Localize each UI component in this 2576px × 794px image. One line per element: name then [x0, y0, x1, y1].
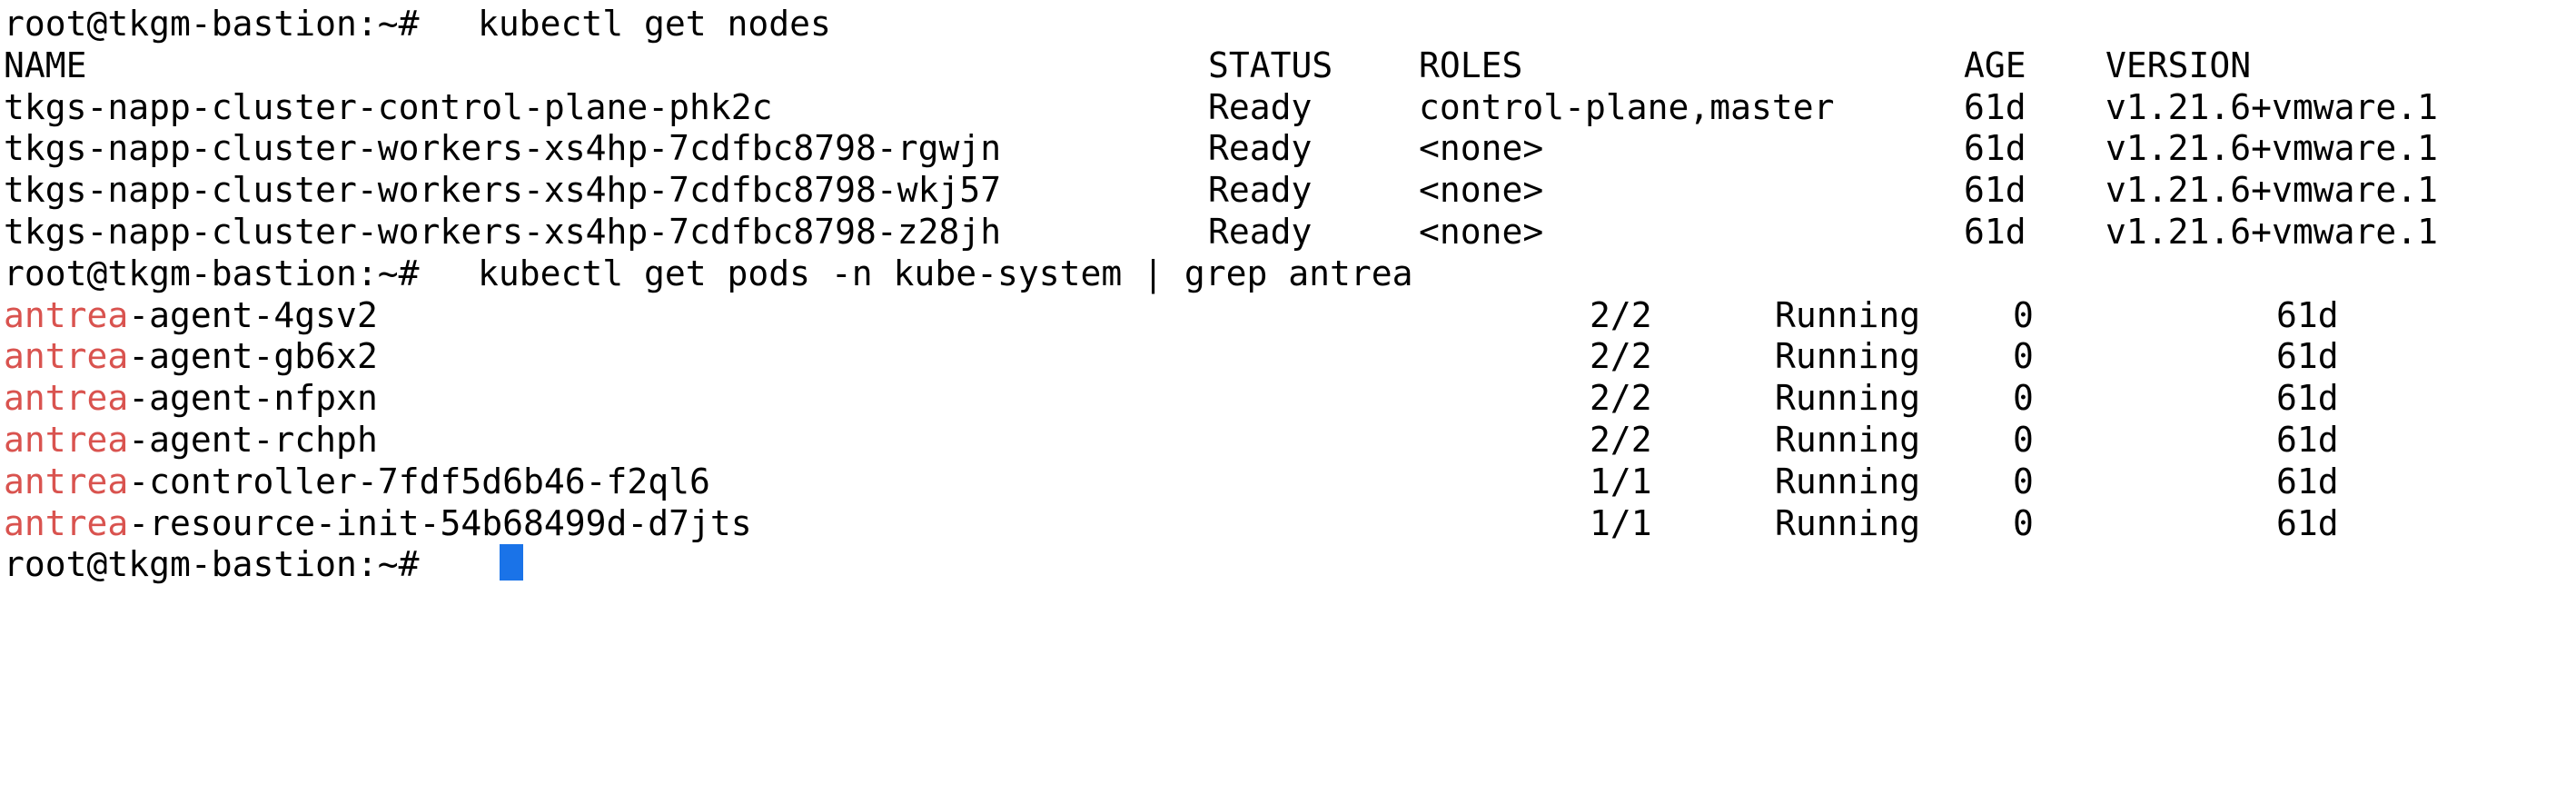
pod-restarts: 0: [2013, 294, 2034, 335]
pod-name-suffix: -agent-gb6x2: [128, 336, 378, 377]
pod-row: antrea-agent-nfpxn 2/2 Running 0 61d: [4, 378, 2576, 420]
pod-ready: 1/1: [1590, 502, 1652, 543]
node-row: tkgs-napp-cluster-control-plane-phk2c Re…: [4, 87, 2576, 129]
prompt: root@tkgm-bastion:~#: [4, 253, 441, 293]
pod-restarts: 0: [2013, 419, 2034, 460]
pod-status: Running: [1775, 502, 1921, 543]
pod-age: 61d: [2276, 502, 2339, 543]
pod-row: antrea-controller-7fdf5d6b46-f2ql6 1/1 R…: [4, 462, 2576, 503]
pod-age: 61d: [2276, 419, 2339, 460]
command-text: kubectl get nodes: [478, 4, 831, 44]
pod-ready: 1/1: [1590, 461, 1652, 501]
node-row: tkgs-napp-cluster-workers-xs4hp-7cdfbc87…: [4, 170, 2576, 212]
prompt: root@tkgm-bastion:~#: [4, 544, 441, 585]
pod-restarts: 0: [2013, 461, 2034, 501]
text-cursor: [500, 544, 523, 581]
node-version: v1.21.6+vmware.1: [2105, 211, 2439, 252]
command-line-2: root@tkgm-bastion:~# kubectl get pods -n…: [4, 253, 2576, 295]
pod-row: antrea-resource-init-54b68499d-d7jts 1/1…: [4, 503, 2576, 545]
pod-name-highlight: antrea: [4, 336, 129, 377]
prompt: root@tkgm-bastion:~#: [4, 4, 441, 44]
node-age: 61d: [1964, 86, 2026, 127]
terminal-window[interactable]: root@tkgm-bastion:~# kubectl get nodes N…: [0, 0, 2576, 592]
pod-name-suffix: -agent-rchph: [128, 419, 378, 460]
pod-name: antrea-resource-init-54b68499d-d7jts: [4, 503, 752, 545]
command-line-3[interactable]: root@tkgm-bastion:~#: [4, 544, 2576, 586]
pod-ready: 2/2: [1590, 336, 1652, 377]
node-status: Ready: [1208, 170, 1313, 211]
pod-name-highlight: antrea: [4, 419, 129, 460]
pod-name-suffix: -agent-4gsv2: [128, 294, 378, 335]
header-age: AGE: [1964, 45, 2026, 85]
node-roles: <none>: [1419, 128, 1544, 169]
node-age: 61d: [1964, 128, 2026, 169]
pod-name-highlight: antrea: [4, 378, 129, 419]
pod-age: 61d: [2276, 294, 2339, 335]
pod-name: antrea-agent-4gsv2: [4, 295, 378, 337]
pod-row: antrea-agent-gb6x2 2/2 Running 0 61d: [4, 336, 2576, 378]
node-age: 61d: [1964, 170, 2026, 211]
header-version: VERSION: [2105, 45, 2252, 85]
pod-age: 61d: [2276, 378, 2339, 419]
pod-restarts: 0: [2013, 336, 2034, 377]
node-name: tkgs-napp-cluster-workers-xs4hp-7cdfbc87…: [4, 211, 1002, 252]
node-roles: <none>: [1419, 211, 1544, 252]
pod-row: antrea-agent-rchph 2/2 Running 0 61d: [4, 420, 2576, 462]
node-name: tkgs-napp-cluster-workers-xs4hp-7cdfbc87…: [4, 128, 1002, 169]
pod-name-highlight: antrea: [4, 502, 129, 543]
pod-status: Running: [1775, 419, 1921, 460]
node-row: tkgs-napp-cluster-workers-xs4hp-7cdfbc87…: [4, 128, 2576, 170]
node-name: tkgs-napp-cluster-control-plane-phk2c: [4, 86, 773, 127]
pod-name: antrea-agent-gb6x2: [4, 336, 378, 378]
node-name: tkgs-napp-cluster-workers-xs4hp-7cdfbc87…: [4, 170, 1002, 211]
pod-ready: 2/2: [1590, 378, 1652, 419]
pod-status: Running: [1775, 336, 1921, 377]
pod-name-suffix: -agent-nfpxn: [128, 378, 378, 419]
header-roles: ROLES: [1419, 45, 1523, 85]
pod-row: antrea-agent-4gsv2 2/2 Running 0 61d: [4, 295, 2576, 337]
pod-name: antrea-controller-7fdf5d6b46-f2ql6: [4, 462, 710, 503]
node-age: 61d: [1964, 211, 2026, 252]
node-version: v1.21.6+vmware.1: [2105, 170, 2439, 211]
pod-status: Running: [1775, 461, 1921, 501]
nodes-header-row: NAME STATUS ROLES AGE VERSION: [4, 45, 2576, 87]
node-version: v1.21.6+vmware.1: [2105, 86, 2439, 127]
pod-ready: 2/2: [1590, 294, 1652, 335]
pod-name: antrea-agent-rchph: [4, 420, 378, 462]
node-roles: <none>: [1419, 170, 1544, 211]
node-status: Ready: [1208, 86, 1313, 127]
pod-name: antrea-agent-nfpxn: [4, 378, 378, 420]
pod-age: 61d: [2276, 336, 2339, 377]
pod-status: Running: [1775, 378, 1921, 419]
pod-status: Running: [1775, 294, 1921, 335]
header-status: STATUS: [1208, 45, 1333, 85]
pod-name-highlight: antrea: [4, 294, 129, 335]
command-line-1: root@tkgm-bastion:~# kubectl get nodes: [4, 4, 2576, 45]
pod-age: 61d: [2276, 461, 2339, 501]
node-row: tkgs-napp-cluster-workers-xs4hp-7cdfbc87…: [4, 212, 2576, 253]
command-text: kubectl get pods -n kube-system | grep a…: [478, 253, 1413, 293]
pod-ready: 2/2: [1590, 419, 1652, 460]
node-roles: control-plane,master: [1419, 86, 1835, 127]
header-name: NAME: [4, 45, 87, 85]
pod-restarts: 0: [2013, 502, 2034, 543]
node-status: Ready: [1208, 128, 1313, 169]
pod-restarts: 0: [2013, 378, 2034, 419]
pod-name-suffix: -controller-7fdf5d6b46-f2ql6: [128, 461, 710, 501]
pod-name-highlight: antrea: [4, 461, 129, 501]
node-status: Ready: [1208, 211, 1313, 252]
pod-name-suffix: -resource-init-54b68499d-d7jts: [128, 502, 752, 543]
node-version: v1.21.6+vmware.1: [2105, 128, 2439, 169]
